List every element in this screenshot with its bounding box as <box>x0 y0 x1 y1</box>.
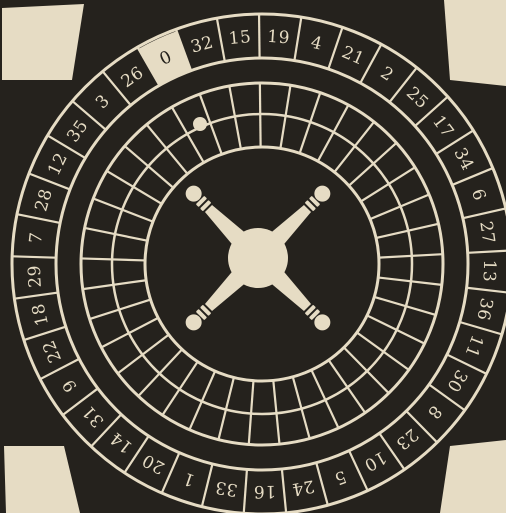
wheel-number: 2 <box>377 63 397 86</box>
wheel-number: 11 <box>460 332 487 360</box>
pocket-divider <box>361 167 415 201</box>
number-divider <box>282 469 286 513</box>
wheel-number: 8 <box>423 401 446 423</box>
corner-diamond-top-left <box>2 4 84 80</box>
number-divider <box>467 288 506 293</box>
number-divider <box>14 293 58 299</box>
wheel-number: 35 <box>63 116 92 146</box>
number-divider <box>460 322 502 334</box>
pocket-divider <box>311 370 338 428</box>
number-divider <box>463 208 506 218</box>
wheel-number: 21 <box>339 42 368 69</box>
number-divider <box>217 18 225 61</box>
number-divider <box>468 250 506 252</box>
wheel-number: 32 <box>189 32 216 57</box>
wheel-number: 31 <box>78 401 108 431</box>
wheel-number: 20 <box>139 449 168 477</box>
pocket-divider <box>318 105 349 161</box>
wheel-number: 4 <box>309 33 325 55</box>
corner-diamond-bottom-left <box>4 446 80 513</box>
wheel-number: 14 <box>106 427 136 457</box>
number-divider <box>202 464 213 507</box>
number-divider <box>294 17 301 60</box>
pocket-divider <box>300 93 321 154</box>
number-divider <box>244 469 247 513</box>
turret-hub <box>228 228 288 288</box>
wheel-number: 12 <box>44 150 72 179</box>
wheel-number: 19 <box>267 27 291 49</box>
pocket-divider <box>349 143 397 186</box>
ball-icon <box>193 117 207 131</box>
wheel-number: 13 <box>479 259 500 282</box>
wheel-number: 7 <box>26 231 47 245</box>
wheel-number: 23 <box>392 424 422 454</box>
corner-diamond-top-right <box>444 0 506 86</box>
pocket-divider <box>118 335 169 374</box>
wheel-number: 10 <box>360 447 390 476</box>
pocket-divider <box>260 83 261 147</box>
wheel-number: 28 <box>31 186 57 213</box>
wheel-number: 18 <box>28 301 53 328</box>
pocket-divider <box>334 122 374 172</box>
number-divider <box>29 174 70 190</box>
wheel-number: 6 <box>467 187 489 204</box>
wheel-number: 25 <box>402 83 432 113</box>
wheel-number: 16 <box>253 481 276 501</box>
corner-diamond-bottom-right <box>440 440 506 513</box>
number-divider <box>24 327 66 340</box>
pocket-divider <box>101 318 158 347</box>
wheel-number: 15 <box>228 27 252 49</box>
pocket-divider <box>357 332 409 369</box>
number-divider <box>17 214 60 223</box>
wheel-number: 22 <box>39 337 66 366</box>
number-divider <box>259 14 260 58</box>
number-divider <box>328 27 342 69</box>
pocket-divider <box>147 125 188 174</box>
pocket-divider <box>189 371 215 430</box>
pocket-divider <box>107 171 162 204</box>
pocket-divider <box>329 360 365 413</box>
pocket-divider <box>93 198 153 221</box>
wheel-number: 27 <box>475 220 498 245</box>
wheel-number: 3 <box>92 91 114 113</box>
wheel-number: 5 <box>331 466 349 489</box>
number-divider <box>12 256 56 257</box>
number-divider <box>316 463 328 505</box>
wheel-number: 34 <box>449 145 477 174</box>
wheel-number: 29 <box>25 264 46 288</box>
pocket-divider <box>81 258 145 260</box>
pocket-divider <box>125 146 174 188</box>
wheel-number: 36 <box>472 296 496 322</box>
pocket-divider <box>172 107 204 163</box>
pocket-divider <box>162 362 197 415</box>
wheel-number: 17 <box>428 112 458 142</box>
wheel-number: 26 <box>118 63 148 92</box>
wheel-number: 24 <box>290 475 316 499</box>
wheel-number: 33 <box>214 477 240 500</box>
wheel-number: 1 <box>180 468 197 491</box>
pocket-divider <box>370 195 429 220</box>
wheel-number: 30 <box>442 366 471 396</box>
pocket-divider <box>367 315 424 343</box>
wheel-number: 9 <box>59 375 82 395</box>
